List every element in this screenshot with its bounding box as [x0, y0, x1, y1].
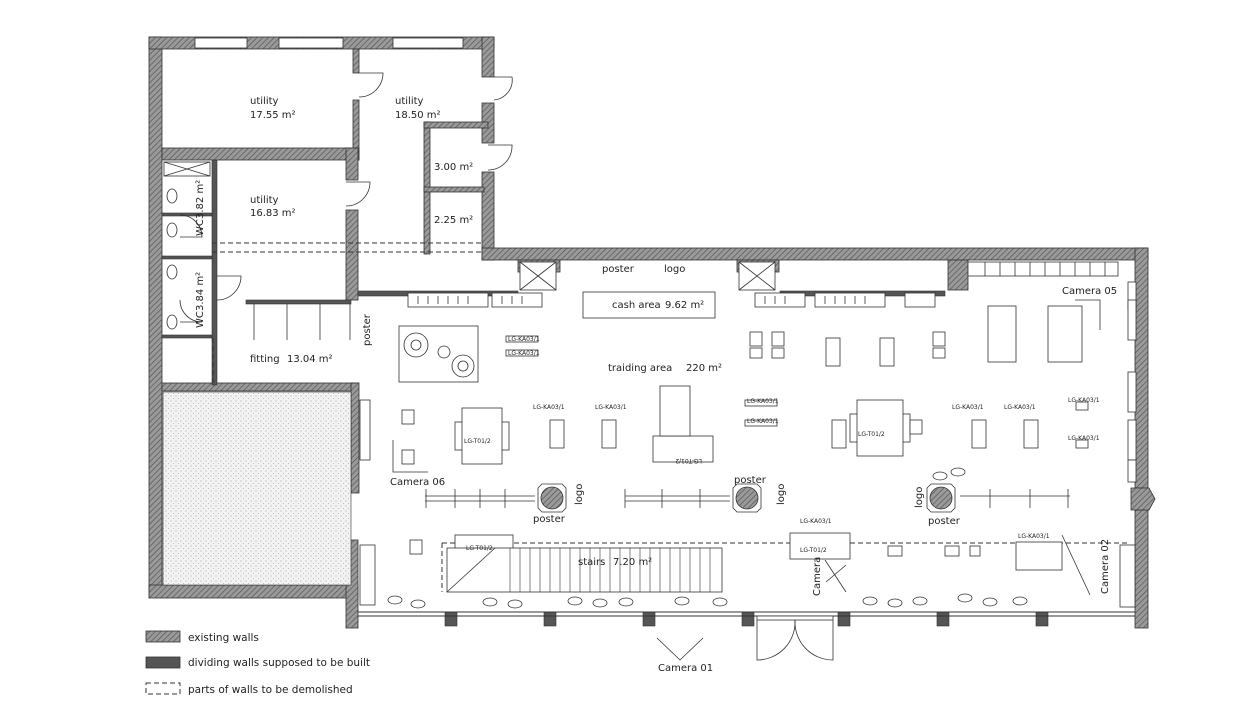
utility-3-area: 16.83 m² — [250, 208, 296, 219]
code-lgka-9: LG-KA03/1 — [1068, 397, 1100, 404]
right-wall-shelves — [359, 281, 1137, 608]
utility-2-area: 18.50 m² — [395, 110, 441, 121]
facade-line — [358, 611, 1135, 617]
right-column — [1130, 487, 1156, 511]
poster-col-1: poster — [533, 514, 566, 525]
legend-swatch-demolish — [145, 682, 181, 695]
stairs — [446, 547, 723, 593]
logo-col-3: logo — [914, 487, 925, 508]
logo-col-1: logo — [574, 484, 585, 505]
code-lgka-1: LG-KA03/1 — [508, 336, 540, 343]
stair-treads — [509, 548, 711, 592]
code-lgt-2: LG-T01/2 — [858, 431, 885, 438]
code-lgka-10: LG-KA03/1 — [1068, 435, 1100, 442]
wc-1-name: WC — [195, 219, 206, 236]
legend-demolish-label: parts of walls to be demolished — [188, 684, 353, 696]
code-lgt-5: LG-T01/2 — [675, 457, 702, 464]
signage-labels: poster logo poster poster logo poster lo… — [362, 264, 961, 527]
crossed-box-lines — [519, 261, 776, 291]
code-lgka-11: LG-KA03/1 — [800, 518, 832, 525]
code-lgka-3: LG-KA03/1 — [533, 404, 565, 411]
railings — [425, 489, 1070, 508]
code-lgt-1: LG-T01/2 — [464, 438, 491, 445]
wc-2-area: 3.84 m² — [195, 272, 206, 311]
camera-05-label: Camera 05 — [1062, 286, 1117, 297]
stairs-area: 7.20 m² — [613, 557, 652, 568]
wc-fixtures — [163, 161, 211, 330]
doors — [179, 72, 834, 661]
legend-dividing-label: dividing walls supposed to be built — [188, 657, 370, 669]
void-area — [162, 391, 352, 586]
cash-name: cash area — [612, 300, 661, 311]
camera-06-label: Camera 06 — [390, 477, 445, 488]
logo-col-2: logo — [776, 484, 787, 505]
code-lgka-6: LG-KA03/1 — [747, 418, 779, 425]
cash-area: 9.62 m² — [665, 300, 704, 311]
fitting-rooms — [253, 304, 351, 340]
trading-name: traiding area — [608, 363, 672, 374]
legend-existing-label: existing walls — [188, 632, 259, 644]
camera-labels: Camera 01 Camera 02 Camera Camera 05 Cam… — [390, 286, 1117, 674]
columns — [537, 483, 956, 513]
utility-3-name: utility — [250, 195, 279, 206]
logo-top: logo — [664, 264, 685, 275]
fitting-name: fitting — [250, 354, 280, 365]
camera-01-label: Camera 01 — [658, 663, 713, 674]
legend: existing walls dividing walls supposed t… — [145, 630, 370, 696]
display-tables — [454, 305, 1083, 571]
poster-col-2: poster — [734, 475, 767, 486]
demolish-walls — [212, 242, 1128, 592]
camera-markers — [392, 299, 1101, 661]
utility-1-name: utility — [250, 96, 279, 107]
utility-1-area: 17.55 m² — [250, 110, 296, 121]
code-lgka-2: LG-KA03/1 — [508, 350, 540, 357]
shoe-displays — [387, 467, 1028, 609]
legend-swatch-existing — [145, 630, 181, 643]
trading-area: 220 m² — [686, 363, 722, 374]
rack-hatch — [417, 262, 1106, 304]
cash-area-box — [582, 291, 716, 319]
stairs-name: stairs — [578, 557, 605, 568]
fitting-area: 13.04 m² — [287, 354, 333, 365]
poster-left: poster — [362, 313, 373, 346]
room-labels: utility 17.55 m² utility 18.50 m² utilit… — [195, 96, 722, 568]
code-lgt-4: LG-T01/2 — [800, 547, 827, 554]
camera-02-label: Camera 02 — [1100, 539, 1111, 594]
poster-top: poster — [602, 264, 635, 275]
code-lgka-8: LG-KA03/1 — [1004, 404, 1036, 411]
code-lgt-3: LG-T01/2 — [466, 545, 493, 552]
utility-2-name: utility — [395, 96, 424, 107]
store-2-area: 2.25 m² — [434, 215, 473, 226]
legend-swatch-dividing — [145, 656, 181, 669]
code-lgka-5: LG-KA03/1 — [747, 398, 779, 405]
code-lgka-4: LG-KA03/1 — [595, 404, 627, 411]
lounge — [398, 325, 479, 383]
fixture-codes: LG-KA03/1 LG-KA03/1 LG-KA03/1 LG-KA03/1 … — [464, 336, 1100, 554]
wc-1-area: 3.82 m² — [195, 180, 206, 219]
code-lgka-7: LG-KA03/1 — [952, 404, 984, 411]
camera-03-label: Camera — [812, 557, 823, 596]
poster-col-3: poster — [928, 516, 961, 527]
small-stands — [401, 331, 1089, 557]
top-windows — [194, 37, 464, 49]
code-lgka-12: LG-KA03/1 — [1018, 533, 1050, 540]
store-1-area: 3.00 m² — [434, 162, 473, 173]
wc-2-name: WC — [195, 311, 206, 328]
